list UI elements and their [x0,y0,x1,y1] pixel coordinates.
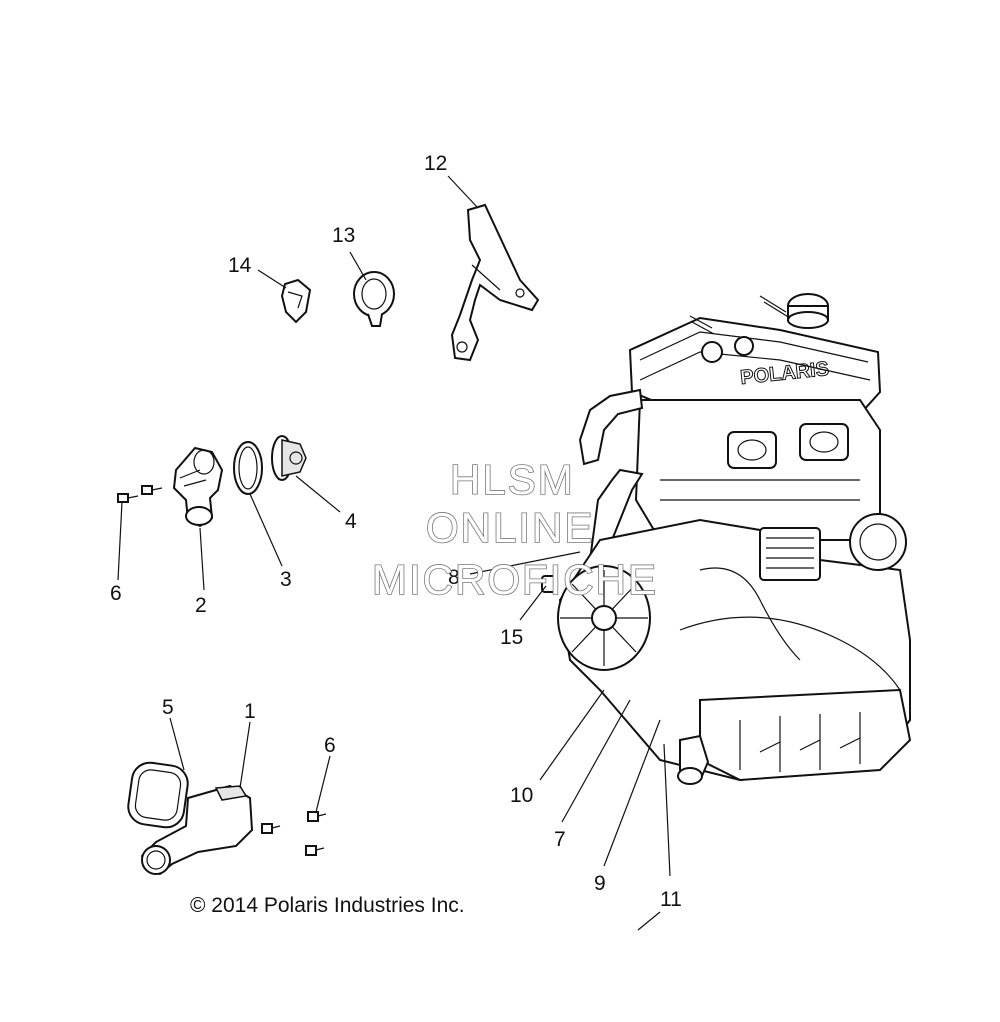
callout-10: 10 [510,784,533,807]
callout-6-lower: 6 [324,734,336,757]
leader-4 [295,475,341,513]
leader-11b [637,911,661,931]
watermark-line-2: ONLINE [426,504,594,551]
clip-part-14 [280,278,312,324]
leader-11a [663,743,671,877]
bolt-part-6-lower [261,811,327,856]
leader-10 [539,689,605,781]
callout-2: 2 [195,594,207,617]
callout-7: 7 [554,828,566,851]
copyright-notice: © 2014 Polaris Industries Inc. [190,894,465,917]
callout-1: 1 [244,700,256,723]
bracket-part-12 [450,203,540,362]
leader-3 [249,493,283,567]
engine-assembly: POLARIS [557,293,912,785]
leader-lines [117,175,671,931]
callout-8: 8 [448,566,460,589]
callout-12: 12 [424,152,447,175]
plug-part-15 [541,575,557,593]
leader-6a [117,501,123,581]
callout-15: 15 [500,626,523,649]
clamp-part-13 [353,271,395,327]
callout-13: 13 [332,224,355,247]
callout-4: 4 [345,510,357,533]
leader-1 [239,721,251,789]
leader-13 [349,251,367,281]
leader-2 [199,527,205,591]
leader-12 [447,175,479,209]
thermostat-part-4 [271,435,307,481]
water-outlet-part-1 [140,784,254,876]
callout-numbers: 12 13 14 4 2 3 6 5 1 6 8 15 10 7 9 11 [110,152,682,911]
bolt-part-6-upper [117,485,163,503]
leader-5 [169,717,185,771]
leader-15 [519,585,547,621]
gasket-part-5 [127,761,189,829]
leader-14 [257,269,287,289]
leader-6b [315,755,331,813]
o-ring-part-3 [233,441,263,495]
watermark-line-3: MICROFICHE [372,556,658,603]
thermostat-housing-part-2 [172,446,224,528]
callout-9: 9 [594,872,606,895]
leader-9 [603,719,661,867]
watermark: HLSM ONLINE MICROFICHE [371,455,658,604]
callout-5: 5 [162,696,174,719]
leader-8 [469,551,581,575]
callout-14: 14 [228,254,252,277]
callout-11-a: 11 [660,888,682,911]
callout-3: 3 [280,568,292,591]
leader-7 [561,699,631,823]
watermark-line-1: HLSM [450,456,575,503]
callout-6-upper: 6 [110,582,122,605]
